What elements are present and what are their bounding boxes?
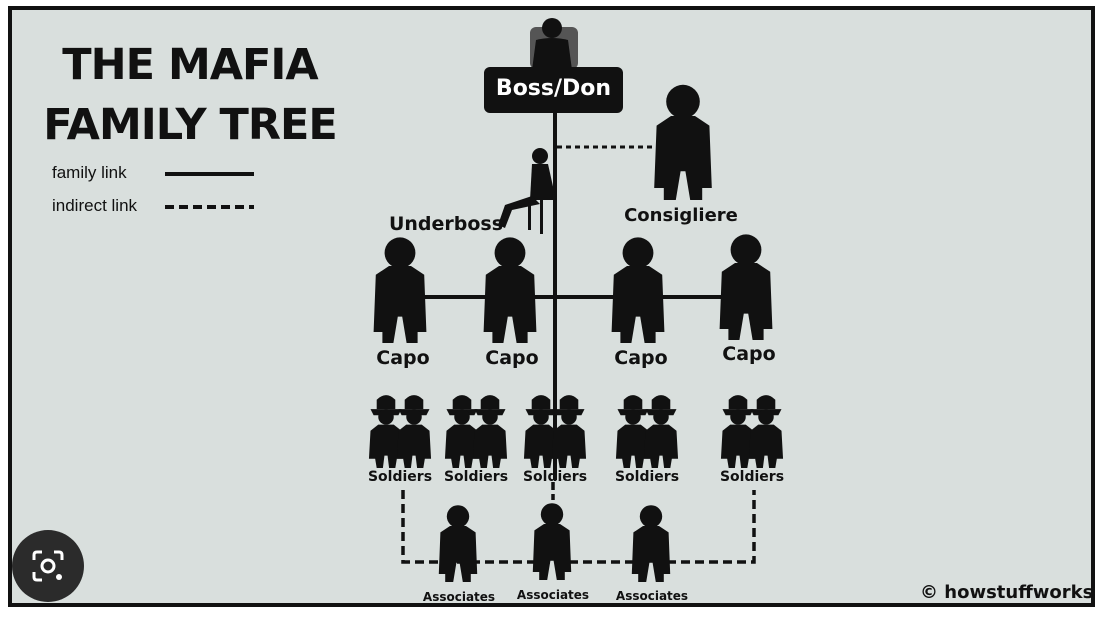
associates-label-1: Associates [422,590,496,604]
associates-label-2: Associates [516,588,590,602]
associate-figure-1 [438,505,478,582]
underboss-figure [498,148,556,234]
soldier-pair-1 [368,395,432,468]
visual-search-button[interactable] [12,530,84,602]
associate-figure-3 [631,505,671,582]
soldier-pair-2 [444,395,508,468]
capo-figure-1 [373,237,427,343]
soldiers-label-2: Soldiers [443,469,509,485]
capo-label-1: Capo [376,347,430,369]
title-line-1: THE MAFIA [62,40,318,90]
capo-figure-3 [611,237,665,343]
consigliere-figure [654,84,712,200]
soldiers-label-5: Soldiers [719,469,785,485]
legend-family-label: family link [52,163,127,182]
boss-label: Boss/Don [495,76,612,101]
associates-link [401,490,756,564]
capo-label-2: Capo [485,347,539,369]
capo-figure-2 [483,237,537,343]
capo-label-3: Capo [614,347,668,369]
capo-figure-4 [719,234,773,340]
boss-node: Boss/Don [484,67,623,113]
soldier-pair-4 [615,395,679,468]
boss-figure [530,18,578,70]
soldiers-label-3: Soldiers [522,469,588,485]
soldiers-label-4: Soldiers [614,469,680,485]
legend-indirect-label: indirect link [52,196,138,215]
associate-figure-2 [532,503,572,580]
title-line-2: FAMILY TREE [43,100,338,150]
consigliere-label: Consigliere [624,205,738,226]
credit-text: © howstuffworks [920,582,1094,603]
underboss-label: Underboss [388,213,504,235]
capo-label-4: Capo [722,343,776,365]
soldier-pair-5 [720,395,784,468]
associates-label-3: Associates [615,589,689,603]
soldiers-label-1: Soldiers [367,469,433,485]
visual-search-icon [32,550,64,582]
